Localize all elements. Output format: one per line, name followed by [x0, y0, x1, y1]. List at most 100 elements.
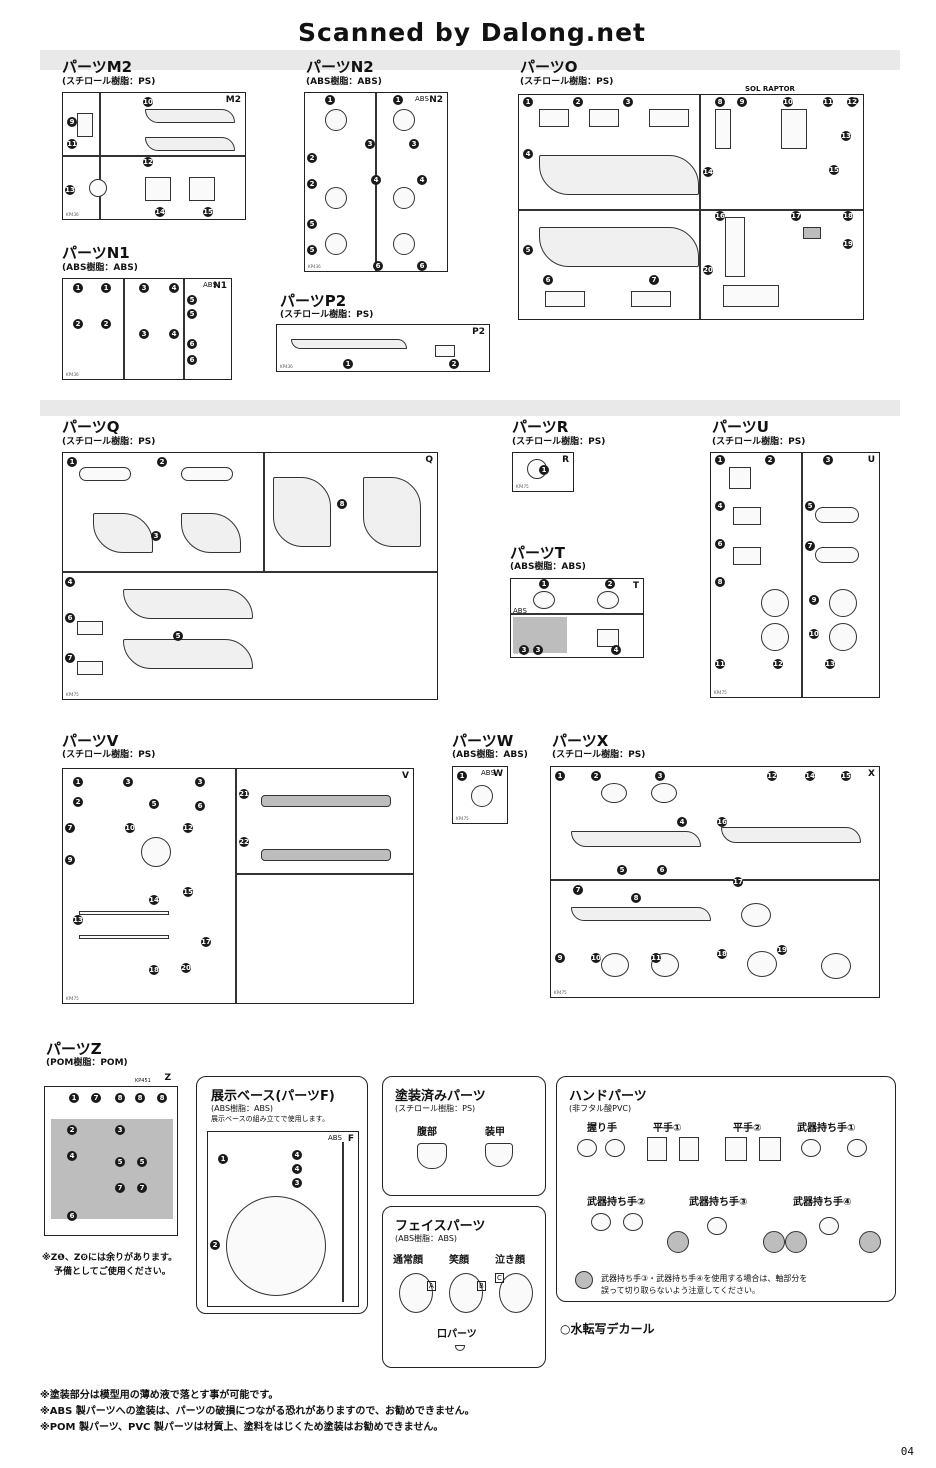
section-title-o: パーツO: [520, 58, 578, 76]
part-number: 2: [307, 153, 317, 163]
part-shape: [79, 935, 169, 939]
section-material-n1: (ABS樹脂：ABS): [62, 263, 138, 273]
runner-code: KP475: [714, 690, 727, 695]
part-number: 2: [591, 771, 601, 781]
part-number: 11: [67, 139, 77, 149]
footnote: ※POM 製パーツ、PVC 製パーツは材質上、塗料をはじくため塗装はお勧めできま…: [40, 1422, 444, 1433]
painted-parts-material: (スチロール樹脂：PS): [395, 1104, 476, 1113]
hand-part: [591, 1213, 611, 1231]
part-number: 15: [841, 771, 851, 781]
part-number: 17: [733, 877, 743, 887]
face-label: 通常顔: [393, 1255, 423, 1266]
runner-frame-v: V KP475 1 3 3 2 5 6 7 10 12 9 14 15 13 1…: [62, 768, 414, 1004]
section-material-o: (スチロール樹脂：PS): [520, 77, 614, 87]
hand-part: [759, 1137, 781, 1161]
hand-part: [577, 1139, 597, 1157]
part-number: 1: [715, 455, 725, 465]
part-number: 5: [149, 799, 159, 809]
part-shape: [741, 903, 771, 927]
part-number: 10: [125, 823, 135, 833]
part-number: 7: [649, 275, 659, 285]
part-number: 9: [67, 117, 77, 127]
part-shape: [721, 827, 861, 843]
part-number: 2: [73, 797, 83, 807]
part-number: 18: [843, 211, 853, 221]
part-number: 3: [365, 139, 375, 149]
part-shape: [597, 591, 619, 609]
part-number: 2: [67, 1125, 77, 1135]
part-shape: [729, 467, 751, 489]
part-number: 6: [543, 275, 553, 285]
part-number: 6: [715, 539, 725, 549]
runner-bar: [699, 95, 701, 319]
base-disc: [226, 1196, 326, 1296]
part-number: 4: [371, 175, 381, 185]
runner-code: KP436: [280, 364, 293, 369]
part-number: 3: [292, 1178, 302, 1188]
face-parts-material: (ABS樹脂：ABS): [395, 1234, 458, 1243]
part-shape: [601, 953, 629, 977]
part-number: 21: [239, 789, 249, 799]
runner-code: KP436: [66, 212, 79, 217]
abdomen-part: [417, 1143, 447, 1169]
part-number: 13: [841, 131, 851, 141]
z-spare-note: ※Z❶、Z❽には余りがあります。: [42, 1253, 178, 1263]
section-title-r: パーツR: [512, 418, 569, 436]
part-shape: [539, 109, 569, 127]
section-title-x: パーツX: [552, 732, 609, 750]
scan-banner: Scanned by Dalong.net: [298, 18, 647, 47]
face-smile: [449, 1273, 483, 1313]
part-number: 14: [155, 207, 165, 217]
part-shape: [145, 177, 171, 201]
part-number: 13: [825, 659, 835, 669]
part-number: 5: [523, 245, 533, 255]
part-number: 5: [187, 309, 197, 319]
runner-tag: T: [632, 581, 639, 591]
section-title-m2: パーツM2: [62, 58, 133, 76]
runner-frame-p2: P2 KP436 1 2: [276, 324, 490, 372]
part-shape: [325, 109, 347, 131]
part-number: 14: [805, 771, 815, 781]
section-title-n2: パーツN2: [306, 58, 374, 76]
runner-frame-x: X KP475 1 2 3 12 14 15 4 16 5 6 7 8 17 9…: [550, 766, 880, 998]
section-title-n1: パーツN1: [62, 244, 130, 262]
section-material-n2: (ABS樹脂：ABS): [306, 77, 382, 87]
runner-frame-f: F ABS 1 2 4 4 3: [207, 1131, 359, 1307]
part-number: 2: [573, 97, 583, 107]
hand-parts-box: ハンドパーツ (非フタル酸PVC) 握り手 平手① 平手② 武器持ち手① 武器持…: [556, 1076, 896, 1302]
part-number: 12: [767, 771, 777, 781]
part-shape: [291, 339, 407, 349]
part-shape: [533, 591, 555, 609]
part-number: 7: [573, 885, 583, 895]
part-number: 1: [539, 579, 549, 589]
abs-mark: ABS: [513, 607, 527, 615]
runner-frame-t: T ABS KP475 1 2 3 3 4: [510, 578, 644, 658]
part-number: 3: [655, 771, 665, 781]
part-shape: [571, 907, 711, 921]
part-number: 2: [605, 579, 615, 589]
part-number: 4: [292, 1164, 302, 1174]
armor-part: [485, 1143, 513, 1167]
part-number: 18: [149, 965, 159, 975]
runner-tag: V: [402, 771, 409, 781]
part-number: 19: [843, 239, 853, 249]
part-number: 1: [539, 465, 549, 475]
part-shape: [145, 137, 235, 151]
hand-label: 握り手: [587, 1123, 617, 1134]
hand-part: [679, 1137, 699, 1161]
part-shape: [393, 187, 415, 209]
runner-bar: [519, 209, 863, 211]
hand-label: 武器持ち手②: [587, 1197, 646, 1208]
display-base-title: 展示ベース(パーツF): [211, 1089, 335, 1104]
part-number: 6: [417, 261, 427, 271]
cut-warning-disc: [667, 1231, 689, 1253]
runner-code: KP436: [66, 372, 79, 377]
face-mark: B: [477, 1281, 486, 1291]
section-title-t: パーツT: [510, 544, 565, 562]
part-shape: [77, 621, 103, 635]
part-shape: [363, 477, 421, 547]
part-number: 1: [101, 283, 111, 293]
hand-parts-material: (非フタル酸PVC): [569, 1104, 632, 1113]
part-shape: [89, 179, 107, 197]
part-number: 9: [65, 855, 75, 865]
